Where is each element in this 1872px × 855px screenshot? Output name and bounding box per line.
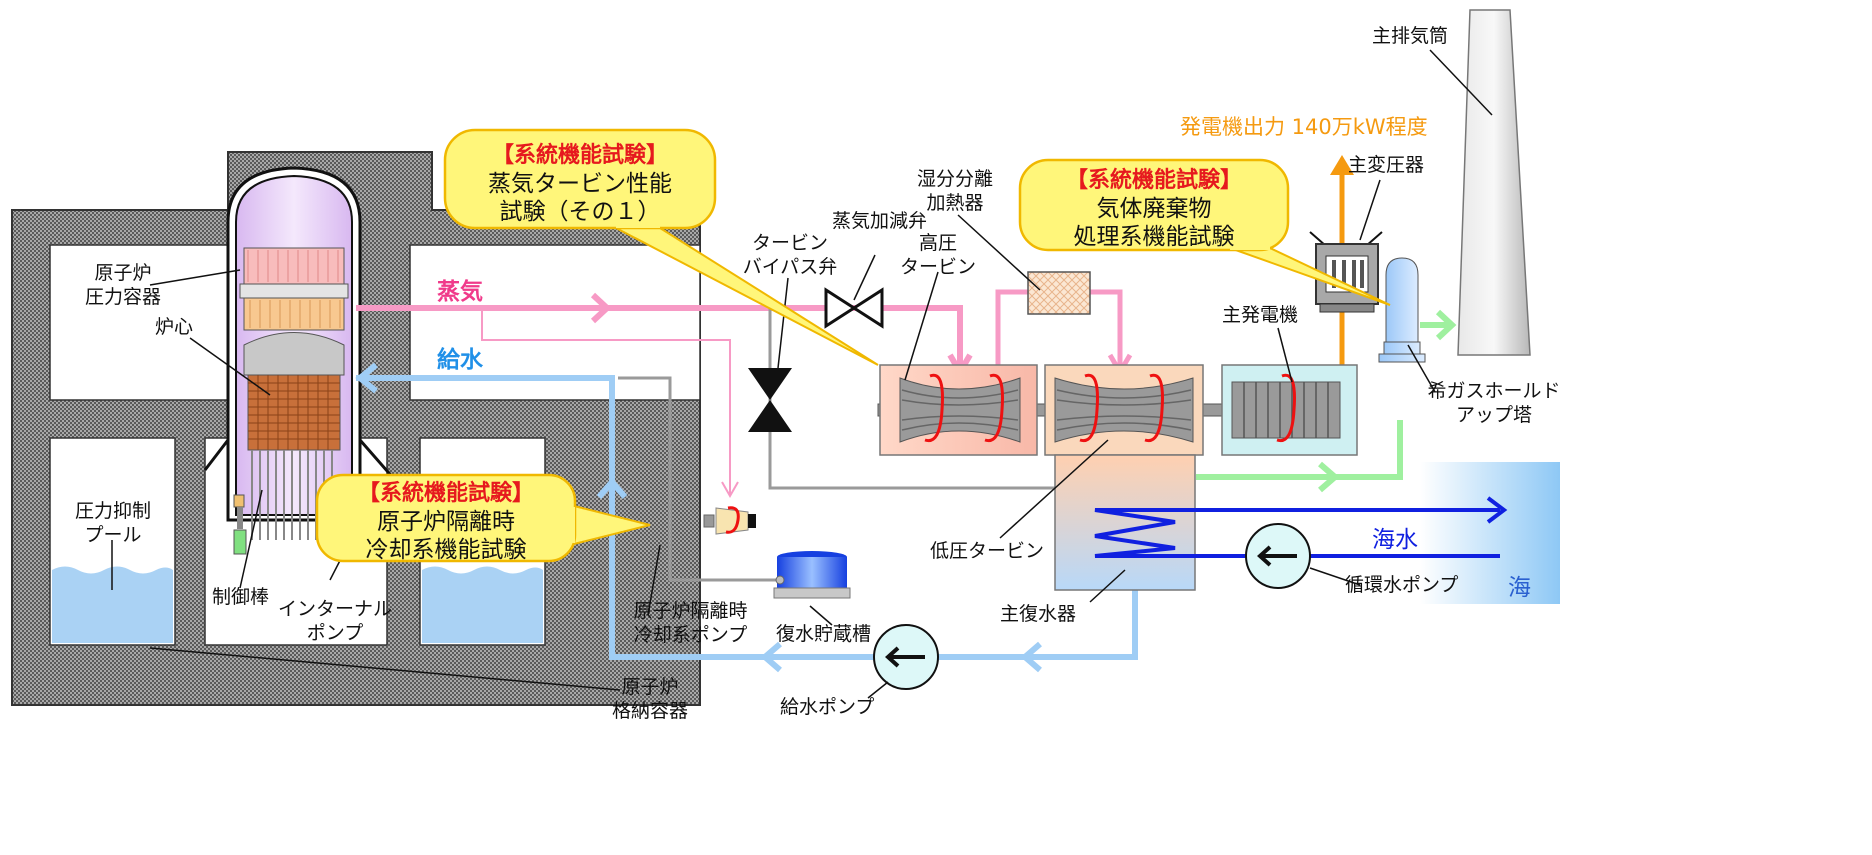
- callout-offgas-shape: [1018, 158, 1391, 306]
- holdup-tower-label: 希ガスホールドアップ塔: [1427, 380, 1561, 426]
- feedwater-line: [355, 362, 1138, 673]
- circ-pump-label: 循環水ポンプ: [1345, 574, 1459, 596]
- main-condenser: [1054, 454, 1508, 591]
- core-label: 炉心: [155, 316, 194, 338]
- transformer-label: 主変圧器: [1348, 154, 1425, 176]
- callout-turbine-test: 【系統機能試験】 蒸気タービン性能 試験（その１）: [445, 142, 715, 227]
- bypass-valve-label: タービンバイパス弁: [742, 232, 838, 278]
- callout-rcic-line2: 冷却系機能試験: [365, 537, 527, 564]
- callout-rcic-line1: 原子炉隔離時: [377, 508, 515, 535]
- stack-label: 主排気筒: [1372, 25, 1449, 47]
- main-exhaust-stack: [1457, 9, 1531, 356]
- sea-label: 海: [1508, 575, 1531, 601]
- callout-offgas-title: 【系統機能試験】: [1065, 168, 1242, 193]
- reactor-vessel: [203, 166, 397, 555]
- suppression-pool-label: 圧力抑制プール: [74, 500, 151, 546]
- turbine-bypass-valve: [748, 368, 792, 432]
- callout-offgas-test: 【系統機能試験】 気体廃棄物 処理系機能試験: [1020, 167, 1288, 252]
- internal-pump-label: インターナルポンプ: [277, 598, 392, 644]
- feedwater-label: 給水: [437, 347, 483, 373]
- generator-label: 主発電機: [1222, 304, 1299, 326]
- leader-lines: [111, 49, 1493, 699]
- main-generator: [1221, 364, 1358, 456]
- rcic-turbine: [703, 506, 756, 535]
- condensate-tank-label: 復水貯蔵槽: [776, 623, 872, 645]
- feedwater-pump-label: 給水ポンプ: [780, 696, 875, 718]
- steam-control-valve: [824, 287, 884, 329]
- steam-control-valve-label: 蒸気加減弁: [832, 210, 928, 232]
- condensate-tank: [773, 551, 851, 599]
- circulating-water-pump: [1245, 523, 1311, 589]
- steam-label: 蒸気: [437, 279, 483, 305]
- main-steam-line: [356, 289, 1133, 499]
- callout-turbine-title: 【系統機能試験】: [491, 143, 668, 168]
- hp-turbine-label: 高圧タービン: [899, 232, 976, 278]
- callout-rcic-test: 【系統機能試験】 原子炉隔離時 冷却系機能試験: [317, 480, 575, 565]
- hp-turbine: [879, 364, 1038, 456]
- callout-turbine-line1: 蒸気タービン性能: [488, 170, 672, 197]
- generator-output-label: 発電機出力 140万kW程度: [1180, 115, 1428, 139]
- condenser-label: 主復水器: [1000, 603, 1077, 625]
- control-rod-label: 制御棒: [212, 586, 270, 608]
- sea-area: [1420, 462, 1560, 604]
- lp-turbine-label: 低圧タービン: [930, 540, 1045, 562]
- lp-turbine: [1044, 364, 1204, 456]
- containment-label: 原子炉格納容器: [611, 676, 688, 722]
- rcic-pump-label: 原子炉隔離時冷却系ポンプ: [633, 600, 748, 646]
- holdup-tower: [1378, 257, 1426, 363]
- callout-turbine-line2: 試験（その１）: [499, 199, 661, 226]
- feedwater-pump: [873, 624, 939, 690]
- moisture-separator-reheater: [1027, 271, 1091, 315]
- offgas-line: [1196, 309, 1457, 493]
- seawater-label: 海水: [1372, 527, 1418, 553]
- callout-offgas-line1: 気体廃棄物: [1096, 195, 1212, 222]
- callout-offgas-line2: 処理系機能試験: [1073, 224, 1235, 251]
- msr-label: 湿分分離加熱器: [916, 168, 993, 214]
- callout-rcic-shape: [315, 473, 651, 563]
- callout-rcic-title: 【系統機能試験】: [357, 481, 534, 506]
- callout-turbine-shape: [443, 128, 879, 366]
- rpv-label: 原子炉圧力容器: [84, 262, 161, 308]
- suppression-pool: [52, 566, 543, 643]
